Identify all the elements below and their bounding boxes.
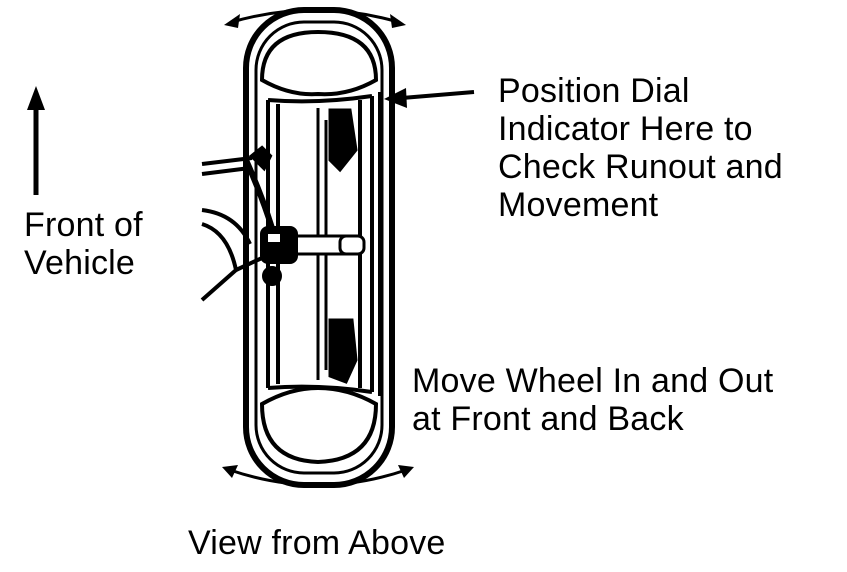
front-direction-arrow [27, 86, 45, 195]
dial-label-line-2: Indicator Here to [498, 110, 753, 148]
dial-label-line-4: Movement [498, 186, 659, 224]
rotation-arrowhead-top-right [390, 14, 406, 28]
control-arms [200, 156, 263, 302]
dial-label-line-3: Check Runout and [498, 148, 783, 186]
rotation-arrowhead-top-left [224, 14, 240, 28]
dial-position-arrow [384, 88, 475, 108]
rotation-arrowhead-bottom-right [398, 465, 414, 478]
front-of-vehicle-label: Front of Vehicle [24, 206, 143, 282]
dial-indicator-label: Position Dial Indicator Here to Check Ru… [498, 72, 783, 224]
move-label-line-1: Move Wheel In and Out [412, 362, 774, 400]
tire-top-bead [259, 29, 379, 97]
tire-bottom-bead [259, 385, 379, 465]
rotation-arrowhead-bottom-left [222, 465, 238, 478]
move-label-line-2: at Front and Back [412, 400, 684, 438]
view-caption: View from Above [188, 524, 446, 562]
front-label-line-1: Front of [24, 206, 143, 244]
dial-label-line-1: Position Dial [498, 72, 690, 110]
wheel-center [288, 108, 366, 384]
front-label-line-2: Vehicle [24, 244, 136, 282]
move-wheel-label: Move Wheel In and Out at Front and Back [412, 362, 773, 438]
